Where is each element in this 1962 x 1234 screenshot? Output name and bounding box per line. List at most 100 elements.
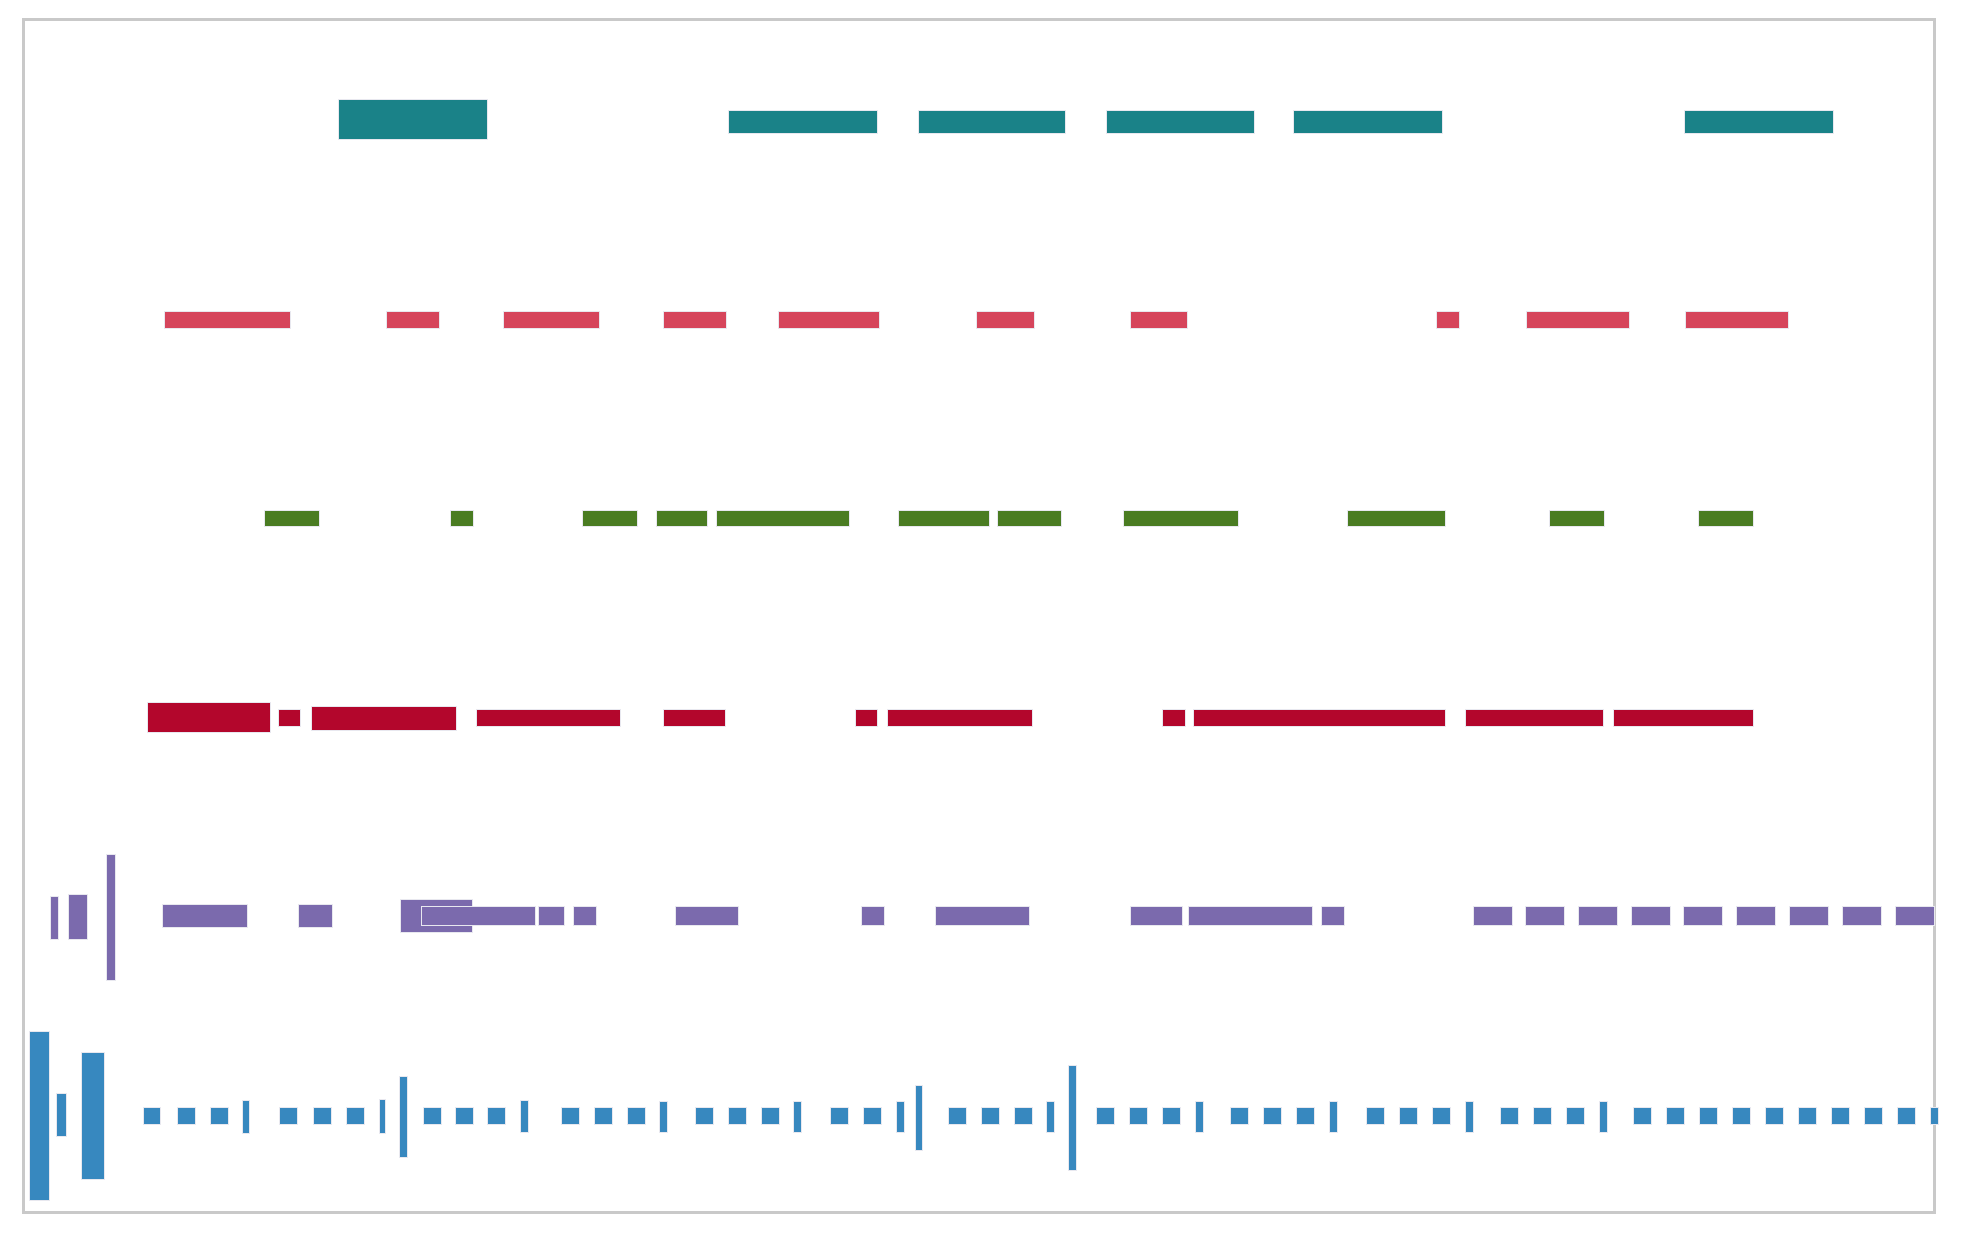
bar-segment[interactable] [29, 1031, 50, 1201]
bar-segment[interactable] [915, 1085, 923, 1151]
bar-segment[interactable] [1193, 709, 1446, 727]
bar-segment[interactable] [948, 1107, 967, 1125]
bar-segment[interactable] [1366, 1107, 1385, 1125]
bar-segment[interactable] [476, 709, 621, 727]
bar-segment[interactable] [1399, 1107, 1418, 1125]
bar-segment[interactable] [1685, 311, 1789, 329]
bar-segment[interactable] [1347, 510, 1446, 527]
bar-segment[interactable] [56, 1093, 67, 1137]
bar-segment[interactable] [81, 1052, 105, 1180]
bar-segment[interactable] [1436, 311, 1460, 329]
bar-segment[interactable] [1106, 110, 1255, 134]
bar-segment[interactable] [918, 110, 1066, 134]
bar-segment[interactable] [898, 510, 990, 527]
bar-segment[interactable] [1736, 906, 1776, 926]
bar-segment[interactable] [1096, 1107, 1115, 1125]
bar-segment[interactable] [386, 311, 440, 329]
bar-segment[interactable] [594, 1107, 613, 1125]
bar-segment[interactable] [164, 311, 291, 329]
bar-segment[interactable] [520, 1100, 529, 1133]
bar-segment[interactable] [887, 709, 1033, 727]
bar-segment[interactable] [68, 894, 88, 940]
bar-segment[interactable] [1666, 1107, 1685, 1125]
bar-segment[interactable] [50, 896, 59, 940]
bar-segment[interactable] [1895, 906, 1935, 926]
bar-segment[interactable] [1842, 906, 1882, 926]
bar-segment[interactable] [455, 1107, 474, 1125]
bar-segment[interactable] [778, 311, 880, 329]
bar-segment[interactable] [659, 1101, 668, 1133]
bar-segment[interactable] [728, 110, 878, 134]
bar-segment[interactable] [487, 1107, 506, 1125]
bar-segment[interactable] [1130, 906, 1183, 926]
bar-segment[interactable] [1526, 311, 1630, 329]
bar-segment[interactable] [1533, 1107, 1552, 1125]
bar-segment[interactable] [279, 1107, 298, 1125]
bar-segment[interactable] [143, 1107, 161, 1125]
bar-segment[interactable] [1465, 1101, 1474, 1133]
bar-segment[interactable] [1329, 1101, 1338, 1133]
bar-segment[interactable] [379, 1099, 386, 1134]
bar-segment[interactable] [981, 1107, 1000, 1125]
bar-segment[interactable] [162, 904, 248, 928]
bar-segment[interactable] [1699, 1107, 1718, 1125]
bar-segment[interactable] [1293, 110, 1443, 134]
bar-segment[interactable] [573, 906, 597, 926]
bar-segment[interactable] [399, 1076, 408, 1158]
bar-segment[interactable] [421, 906, 536, 926]
bar-segment[interactable] [264, 510, 320, 527]
bar-segment[interactable] [1195, 1101, 1204, 1133]
bar-segment[interactable] [1732, 1107, 1751, 1125]
bar-segment[interactable] [1633, 1107, 1652, 1125]
bar-segment[interactable] [1684, 110, 1834, 134]
bar-segment[interactable] [1130, 311, 1188, 329]
bar-segment[interactable] [503, 311, 600, 329]
bar-segment[interactable] [976, 311, 1035, 329]
bar-segment[interactable] [1930, 1107, 1939, 1125]
bar-segment[interactable] [106, 854, 116, 981]
bar-segment[interactable] [728, 1107, 747, 1125]
bar-segment[interactable] [1263, 1107, 1282, 1125]
bar-segment[interactable] [1500, 1107, 1519, 1125]
bar-segment[interactable] [313, 1107, 332, 1125]
bar-segment[interactable] [1566, 1107, 1585, 1125]
bar-segment[interactable] [1631, 906, 1671, 926]
bar-segment[interactable] [338, 99, 488, 140]
bar-segment[interactable] [278, 709, 301, 727]
bar-segment[interactable] [716, 510, 850, 527]
bar-segment[interactable] [663, 709, 726, 727]
bar-segment[interactable] [627, 1107, 646, 1125]
bar-segment[interactable] [663, 311, 727, 329]
bar-segment[interactable] [1765, 1107, 1784, 1125]
bar-segment[interactable] [1549, 510, 1605, 527]
bar-segment[interactable] [1864, 1107, 1883, 1125]
bar-segment[interactable] [1613, 709, 1754, 727]
bar-segment[interactable] [656, 510, 708, 527]
bar-segment[interactable] [863, 1107, 882, 1125]
bar-segment[interactable] [1798, 1107, 1817, 1125]
bar-segment[interactable] [147, 702, 271, 733]
bar-segment[interactable] [1465, 709, 1604, 727]
bar-segment[interactable] [1698, 510, 1754, 527]
bar-segment[interactable] [1068, 1065, 1077, 1171]
bar-segment[interactable] [1188, 906, 1313, 926]
bar-segment[interactable] [830, 1107, 849, 1125]
bar-segment[interactable] [855, 709, 878, 727]
bar-segment[interactable] [346, 1107, 365, 1125]
bar-segment[interactable] [761, 1107, 780, 1125]
bar-segment[interactable] [793, 1101, 802, 1133]
bar-segment[interactable] [1129, 1107, 1148, 1125]
bar-segment[interactable] [896, 1101, 905, 1133]
bar-segment[interactable] [861, 906, 885, 926]
bar-segment[interactable] [423, 1107, 442, 1125]
bar-segment[interactable] [1525, 906, 1565, 926]
bar-segment[interactable] [1897, 1107, 1916, 1125]
bar-segment[interactable] [210, 1107, 229, 1125]
bar-segment[interactable] [1123, 510, 1239, 527]
bar-segment[interactable] [695, 1107, 714, 1125]
bar-segment[interactable] [1473, 906, 1513, 926]
bar-segment[interactable] [997, 510, 1062, 527]
bar-segment[interactable] [1162, 709, 1186, 727]
bar-segment[interactable] [1321, 906, 1345, 926]
bar-segment[interactable] [1046, 1101, 1055, 1133]
